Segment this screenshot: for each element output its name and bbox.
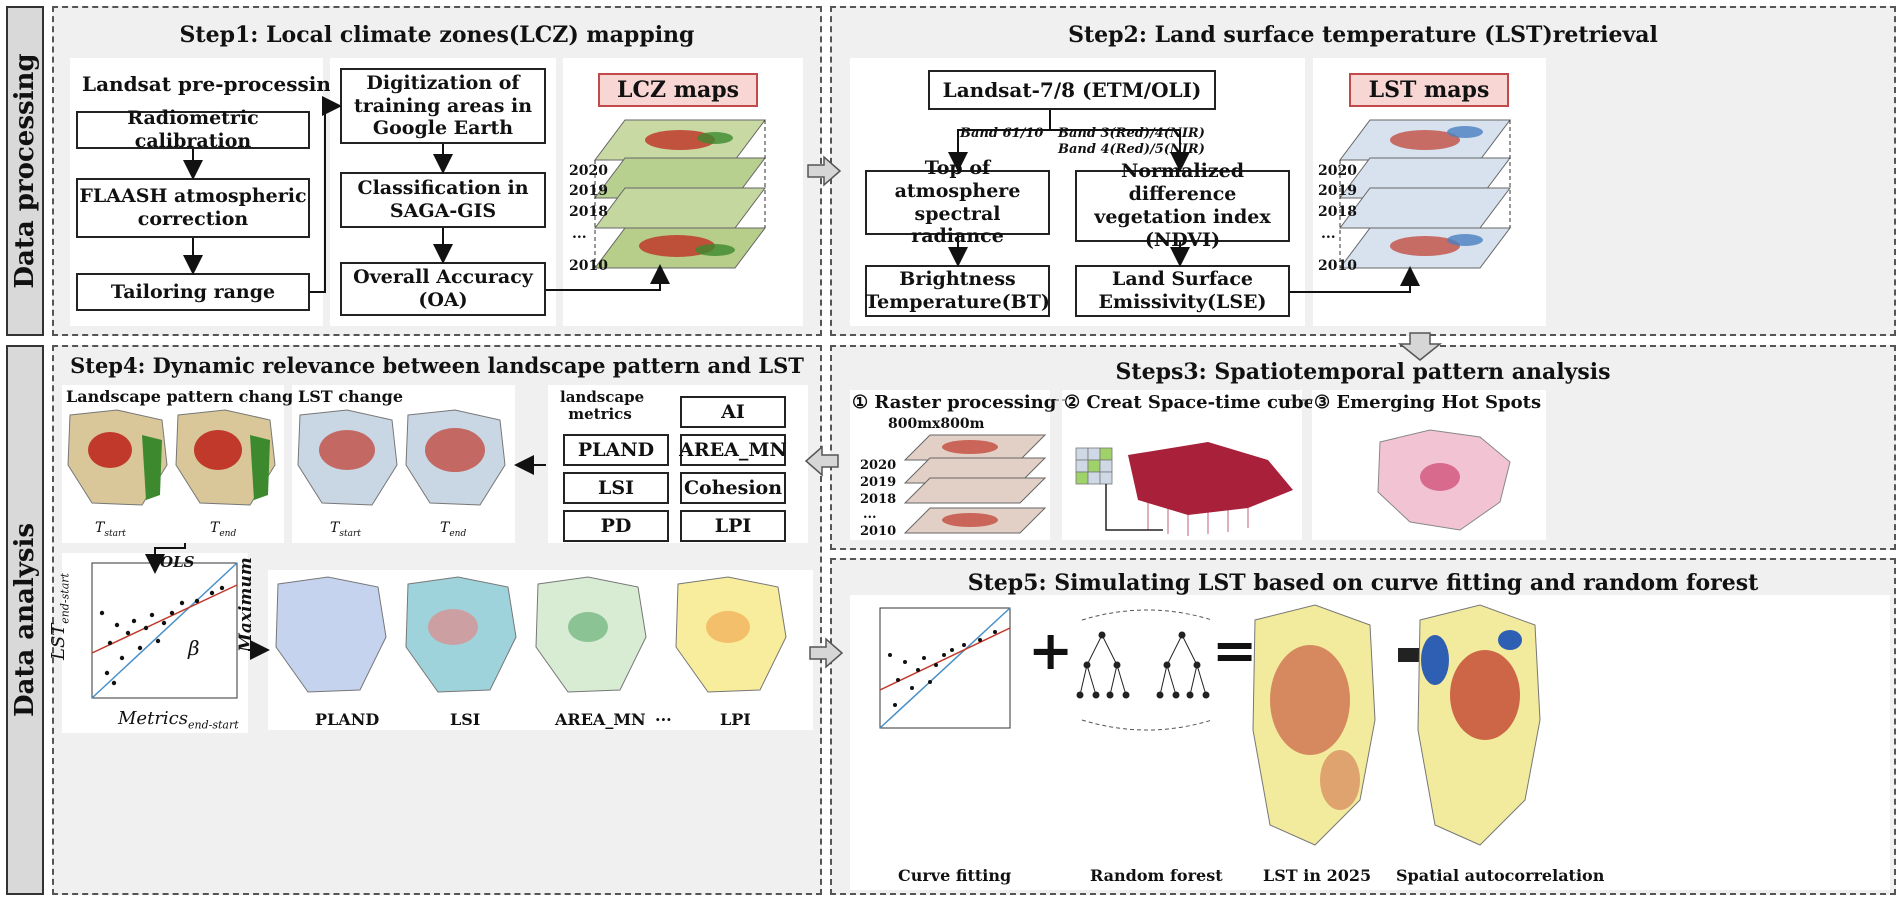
lst-maps-label: LST maps [1349, 73, 1509, 107]
lcz-map-stack [594, 119, 766, 269]
metric-pd: PD [563, 510, 669, 542]
tailoring-range-box: Tailoring range [76, 273, 310, 311]
map-label-area-mn: AREA_MN [555, 710, 646, 729]
curve-fitting-label: Curve fitting [898, 866, 1012, 885]
ols-scatter-area [62, 553, 248, 733]
radiometric-calibration-box: Radiometric calibration [76, 107, 310, 152]
x-axis-label: Metricsend-start [118, 708, 239, 732]
digitization-box: Digitization of training areas in Google… [340, 68, 546, 144]
raster-size-label: 800mx800m [888, 416, 985, 432]
map-label-lpi: LPI [720, 710, 751, 729]
landscape-tend: Tend [210, 520, 237, 539]
space-time-cube-figure [1075, 442, 1293, 536]
landscape-maps [67, 409, 276, 506]
landsat-box: Landsat-7/8 (ETM/OLI) [928, 70, 1216, 110]
hot-spot-map [1377, 429, 1511, 531]
spatial-autocorrelation-map [1417, 604, 1541, 846]
lst-year-2019: 2019 [1318, 183, 1357, 199]
lcz-year-ellipsis: ... [572, 226, 587, 242]
metric-lsi: LSI [563, 472, 669, 504]
lcz-year-2010: 2010 [569, 258, 608, 274]
metric-area-mn: AREA_MN [679, 434, 787, 466]
metric-lpi: LPI [680, 510, 786, 542]
lst-tstart: Tstart [330, 520, 361, 539]
raster-year-2010: 2010 [860, 524, 897, 539]
raster-year-2019: 2019 [860, 475, 897, 490]
classification-box: Classification in SAGA-GIS [340, 172, 546, 228]
emerging-hot-spots-label: ③ Emerging Hot Spots [1314, 392, 1542, 413]
step3-connector [1048, 399, 1316, 401]
equals-sign: = [1212, 618, 1258, 682]
lst-tend: Tend [440, 520, 467, 539]
lst-change-maps [297, 409, 506, 506]
lcz-year-2018: 2018 [569, 204, 608, 220]
lcz-maps-label: LCZ maps [598, 73, 758, 107]
brightness-temperature-box: Brightness Temperature(BT) [865, 265, 1050, 317]
map-label-lsi: LSI [450, 710, 481, 729]
map-label-ellipsis: ... [655, 706, 672, 725]
step1-title: Step1: Local climate zones(LCZ) mapping [179, 22, 695, 48]
step3-title: Steps3: Spatiotemporal pattern analysis [1115, 359, 1611, 385]
lcz-year-2019: 2019 [569, 183, 608, 199]
landscape-change-label: Landscape pattern change [66, 387, 304, 406]
spatial-autocorrelation-label: Spatial autocorrelation [1396, 866, 1605, 885]
lst-year-2018: 2018 [1318, 204, 1357, 220]
metric-maps [275, 576, 787, 693]
lcz-year-2020: 2020 [569, 163, 608, 179]
preprocess-title: Landsat pre-processing [82, 72, 345, 96]
toa-radiance-box: Top of atmosphere spectral radiance [865, 157, 1050, 247]
lst-change-label: LST change [298, 387, 404, 406]
data-analysis-label: Data analysis [6, 345, 44, 895]
raster-processing-label: ① Raster processing [852, 392, 1057, 413]
raster-map-stack [903, 434, 1047, 534]
landscape-tstart: Tstart [95, 520, 126, 539]
data-processing-label: Data processing [6, 6, 44, 336]
lst-2025-label: LST in 2025 [1263, 866, 1372, 885]
curve-fitting-plot [879, 607, 1011, 729]
metric-pland: PLAND [563, 434, 669, 466]
lst-2025-map [1252, 604, 1376, 846]
lst-year-ellipsis: ... [1321, 226, 1336, 242]
beta-label: β [188, 636, 200, 660]
metric-cohesion: Cohesion [680, 472, 786, 504]
raster-year-2020: 2020 [860, 458, 897, 473]
metric-ai: AI [680, 396, 786, 428]
lse-box: Land Surface Emissivity(LSE) [1075, 265, 1290, 317]
random-forest-trees [1076, 609, 1213, 731]
raster-year-2018: 2018 [860, 492, 897, 507]
raster-year-ellipsis: ... [863, 507, 877, 522]
lst-year-2020: 2020 [1318, 163, 1357, 179]
metrics-title: landscape metrics [560, 388, 645, 423]
band-right-label-2: Band 4(Red)/5(NIR) [1058, 142, 1205, 157]
step5-title: Step5: Simulating LST based on curve fit… [967, 570, 1759, 596]
lst-year-2010: 2010 [1318, 258, 1357, 274]
overall-accuracy-box: Overall Accuracy (OA) [340, 262, 546, 316]
plus-sign: + [1028, 618, 1074, 682]
map-label-pland: PLAND [315, 710, 380, 729]
random-forest-label: Random forest [1090, 866, 1223, 885]
step2-title: Step2: Land surface temperature (LST)ret… [1068, 22, 1658, 48]
ols-label: OLS [160, 553, 195, 571]
space-time-cube-label: ② Creat Space-time cube [1064, 392, 1316, 413]
step4-title: Step4: Dynamic relevance between landsca… [70, 353, 804, 378]
lst-map-stack [1339, 119, 1511, 269]
